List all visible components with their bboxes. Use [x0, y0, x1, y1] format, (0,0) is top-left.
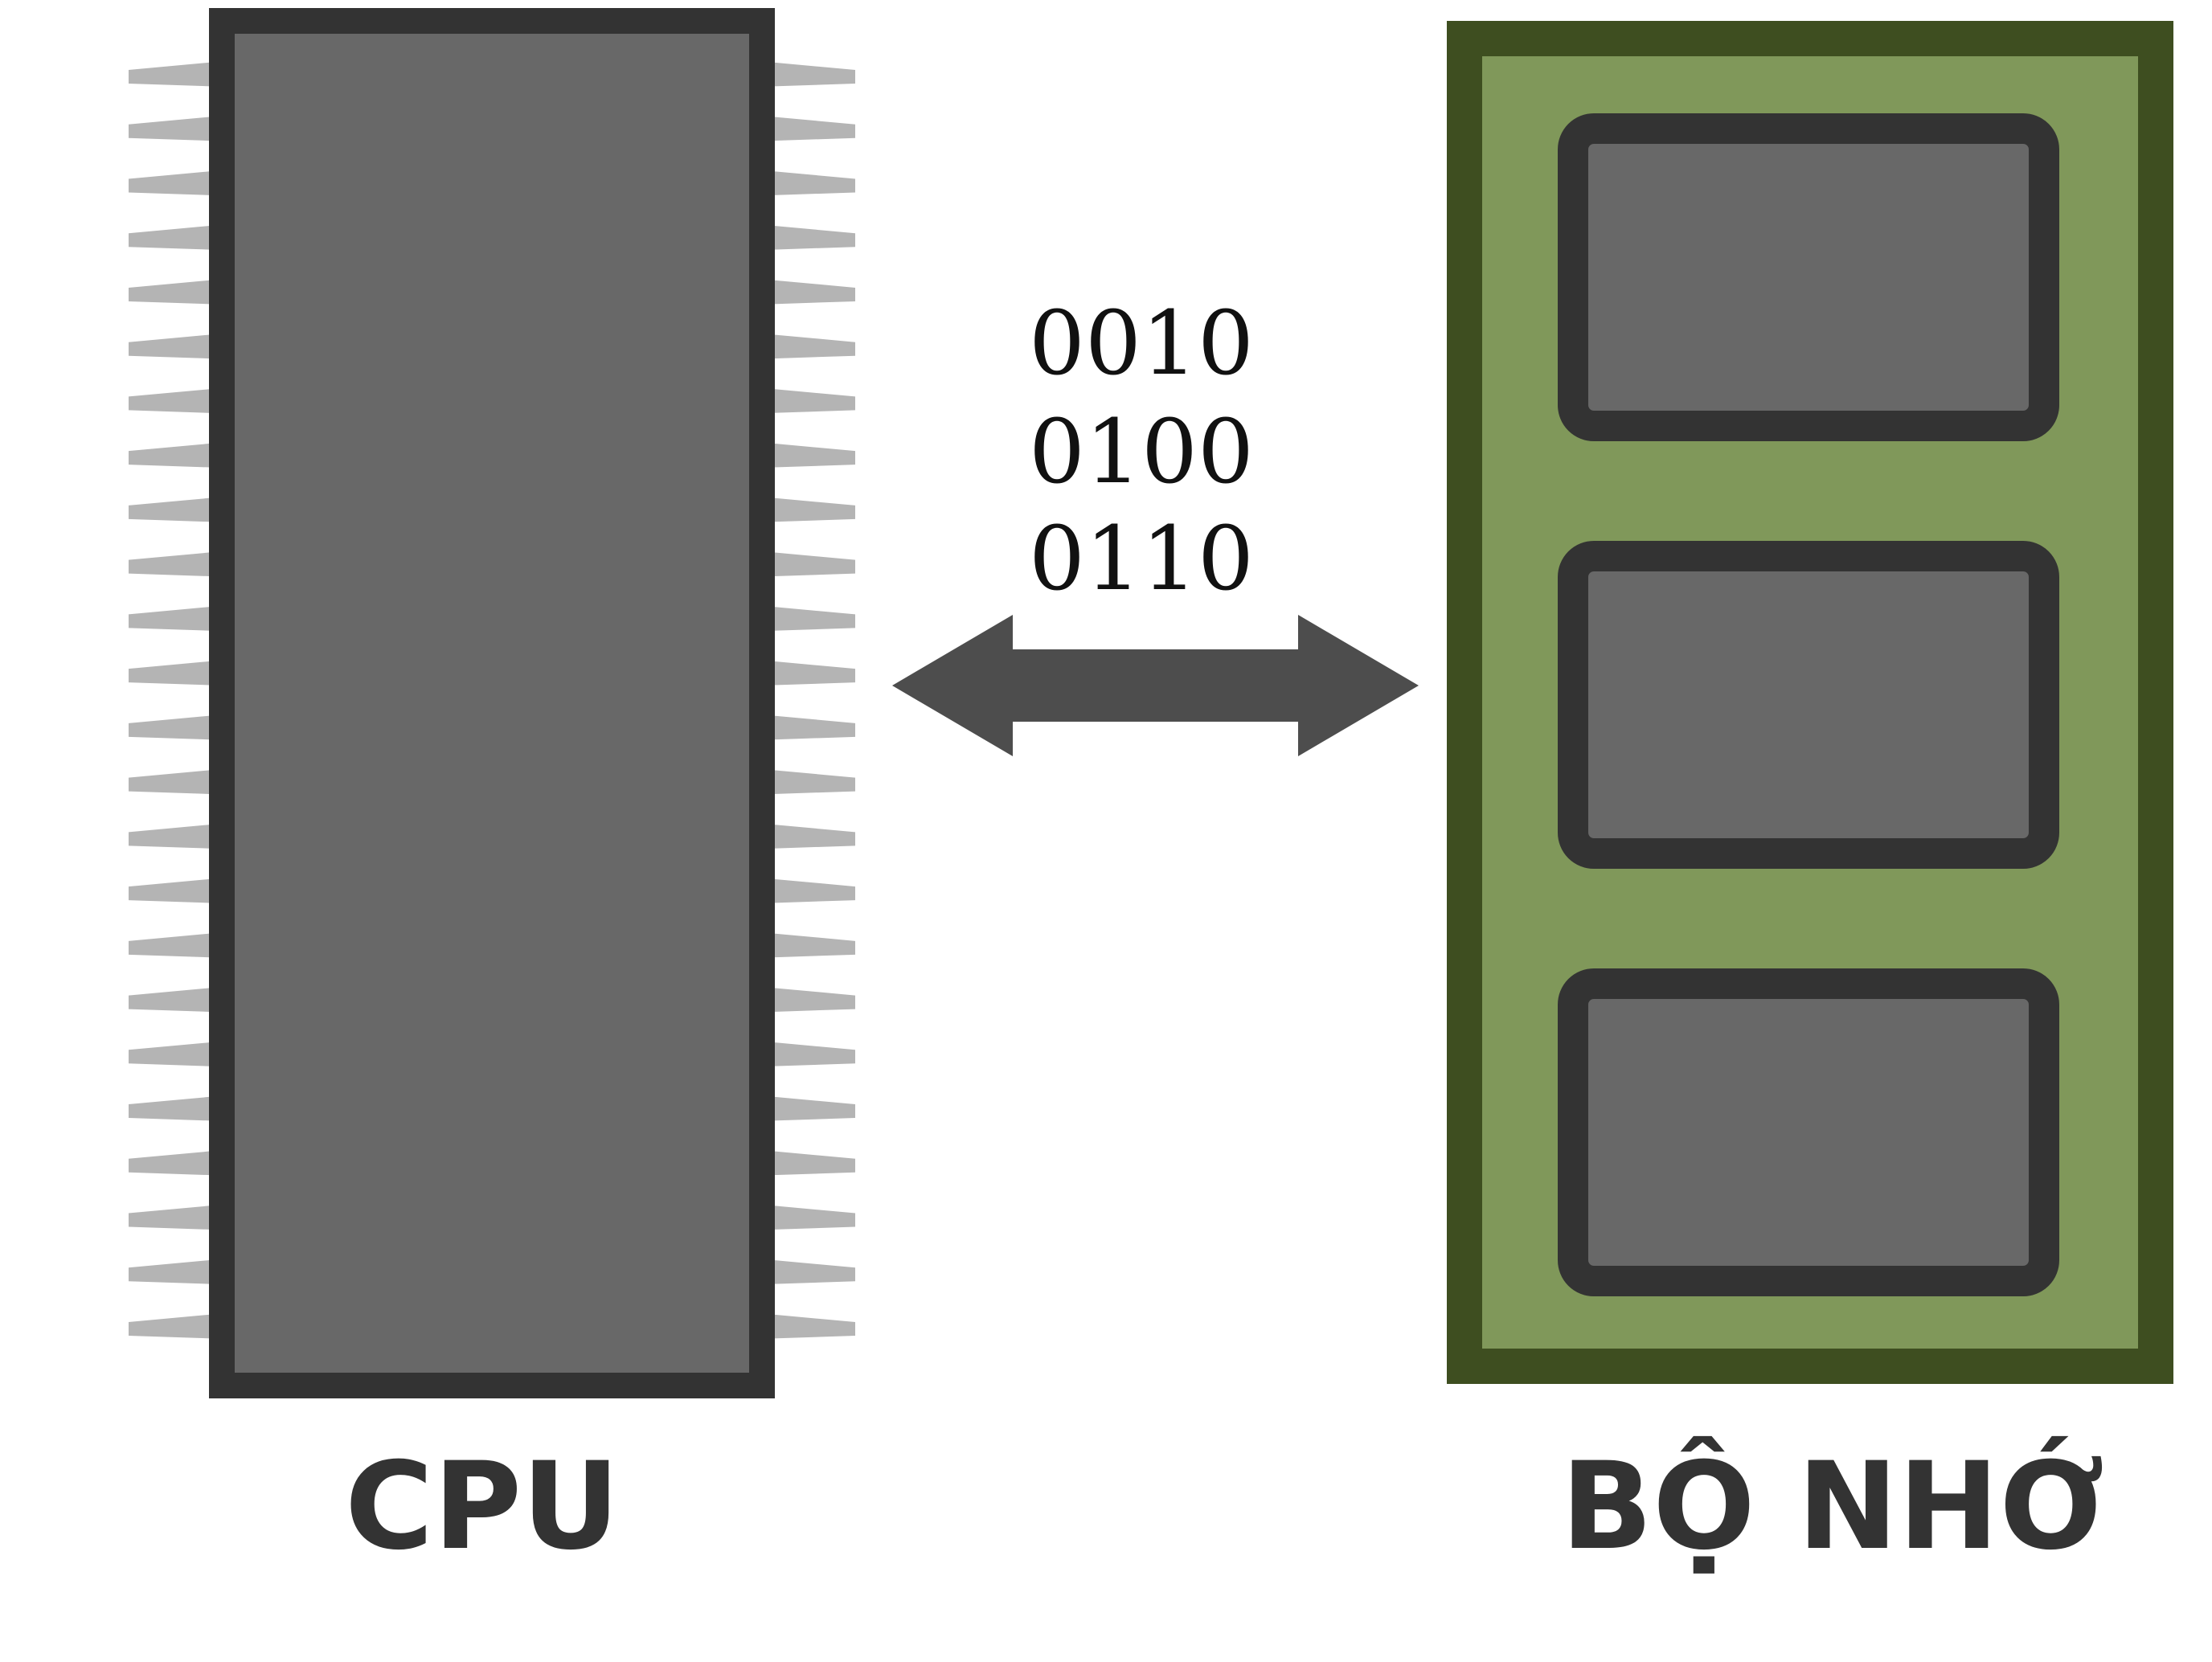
cpu-pin — [759, 1313, 855, 1339]
cpu-pin — [759, 442, 855, 469]
cpu-pin — [759, 1204, 855, 1230]
cpu-pins-right — [759, 61, 855, 1339]
cpu-pin — [759, 823, 855, 849]
cpu-pin — [759, 768, 855, 795]
cpu-pin — [129, 224, 225, 251]
memory-chip — [1558, 968, 2059, 1296]
memory-chip — [1558, 541, 2059, 869]
cpu-pin — [759, 878, 855, 904]
cpu-pin — [759, 496, 855, 522]
cpu-pin — [129, 1095, 225, 1122]
cpu-pin — [129, 823, 225, 849]
cpu-label: CPU — [345, 1437, 620, 1577]
binary-word: 0110 — [1029, 507, 1254, 610]
memory-label: BỘ NHỚ — [1560, 1437, 2105, 1577]
cpu-pin — [759, 1095, 855, 1122]
memory-chip — [1558, 113, 2059, 441]
cpu-pin — [759, 605, 855, 632]
cpu-pin — [129, 1259, 225, 1285]
cpu-pin — [129, 1149, 225, 1176]
cpu-pin — [129, 442, 225, 469]
cpu-pin — [759, 660, 855, 686]
cpu-pin — [129, 931, 225, 958]
cpu-pin — [129, 115, 225, 141]
cpu-pins-left — [129, 61, 225, 1339]
cpu-pin — [129, 768, 225, 795]
cpu-chip — [209, 8, 775, 1398]
cpu-pin — [759, 931, 855, 958]
cpu-pin — [129, 278, 225, 305]
cpu-pin — [759, 551, 855, 577]
cpu-pin — [129, 878, 225, 904]
cpu-pin — [759, 1149, 855, 1176]
binary-word: 0010 — [1029, 292, 1254, 395]
cpu-pin — [759, 170, 855, 196]
cpu-pin — [129, 170, 225, 196]
cpu-pin — [129, 1313, 225, 1339]
cpu-pin — [129, 714, 225, 740]
cpu-pin — [759, 115, 855, 141]
cpu-pin — [759, 224, 855, 251]
cpu-pin — [129, 387, 225, 414]
cpu-pin — [129, 551, 225, 577]
cpu-pin — [129, 496, 225, 522]
cpu-pin — [759, 1259, 855, 1285]
cpu-pin — [759, 714, 855, 740]
cpu-pin — [759, 387, 855, 414]
cpu-pin — [129, 333, 225, 359]
cpu-pin — [129, 1204, 225, 1230]
bidirectional-arrow — [892, 615, 1419, 756]
cpu-pin — [759, 333, 855, 359]
cpu-pin — [759, 278, 855, 305]
binary-word: 0100 — [1029, 400, 1254, 503]
cpu-pin — [129, 605, 225, 632]
cpu-pin — [759, 986, 855, 1013]
cpu-pin — [129, 660, 225, 686]
cpu-pin — [129, 61, 225, 87]
cpu-pin — [129, 986, 225, 1013]
cpu-pin — [759, 61, 855, 87]
cpu-pin — [759, 1041, 855, 1067]
cpu-pin — [129, 1041, 225, 1067]
